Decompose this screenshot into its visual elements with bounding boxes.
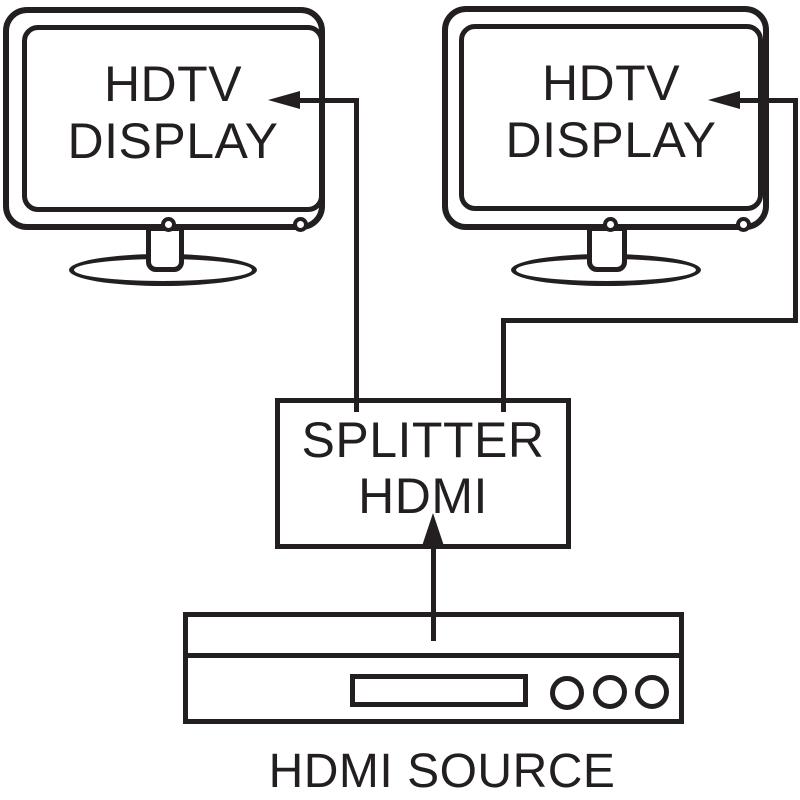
- wire-display-2-horizontal-top: [734, 98, 798, 103]
- display-1-stand-neck: [146, 226, 184, 272]
- display-1-power-led-icon: [161, 217, 176, 232]
- source-panel-divider: [188, 653, 679, 658]
- display-2-screen: HDTV DISPLAY: [459, 24, 763, 211]
- display-1-sensor-dot-icon: [293, 217, 308, 232]
- display-1-label-line2: DISPLAY: [67, 112, 279, 169]
- splitter-label-line1: SPLITTER: [301, 411, 545, 468]
- arrow-to-display-1-icon: [268, 91, 300, 109]
- source-knob-2-icon: [593, 675, 627, 709]
- display-1-screen: HDTV DISPLAY: [22, 25, 324, 212]
- wire-display-2-vertical-right: [793, 98, 798, 323]
- display-2-monitor-icon: HDTV DISPLAY: [442, 6, 769, 232]
- display-2-sensor-dot-icon: [736, 217, 751, 232]
- display-1-label-line1: HDTV: [103, 55, 243, 112]
- arrow-to-splitter-icon: [422, 513, 444, 546]
- source-label: HDMI SOURCE: [268, 745, 616, 798]
- wire-display-2-vertical-into-splitter: [501, 318, 506, 412]
- display-2-label-line1: HDTV: [541, 54, 681, 111]
- wire-display-2-horizontal-mid: [501, 318, 798, 323]
- wire-display-1-horizontal: [294, 98, 358, 103]
- wire-source-vertical: [431, 540, 436, 641]
- source-knob-1-icon: [550, 676, 584, 710]
- display-2-power-led-icon: [603, 217, 618, 232]
- display-1-monitor-icon: HDTV DISPLAY: [3, 7, 325, 232]
- wire-display-1-vertical: [354, 98, 359, 412]
- display-2-stand-neck: [587, 226, 627, 272]
- source-knob-3-icon: [635, 675, 669, 709]
- arrow-to-display-2-icon: [708, 91, 740, 109]
- splitter-node: SPLITTER HDMI: [275, 398, 571, 549]
- source-disc-tray: [350, 674, 528, 707]
- display-2-label-line2: DISPLAY: [505, 111, 717, 168]
